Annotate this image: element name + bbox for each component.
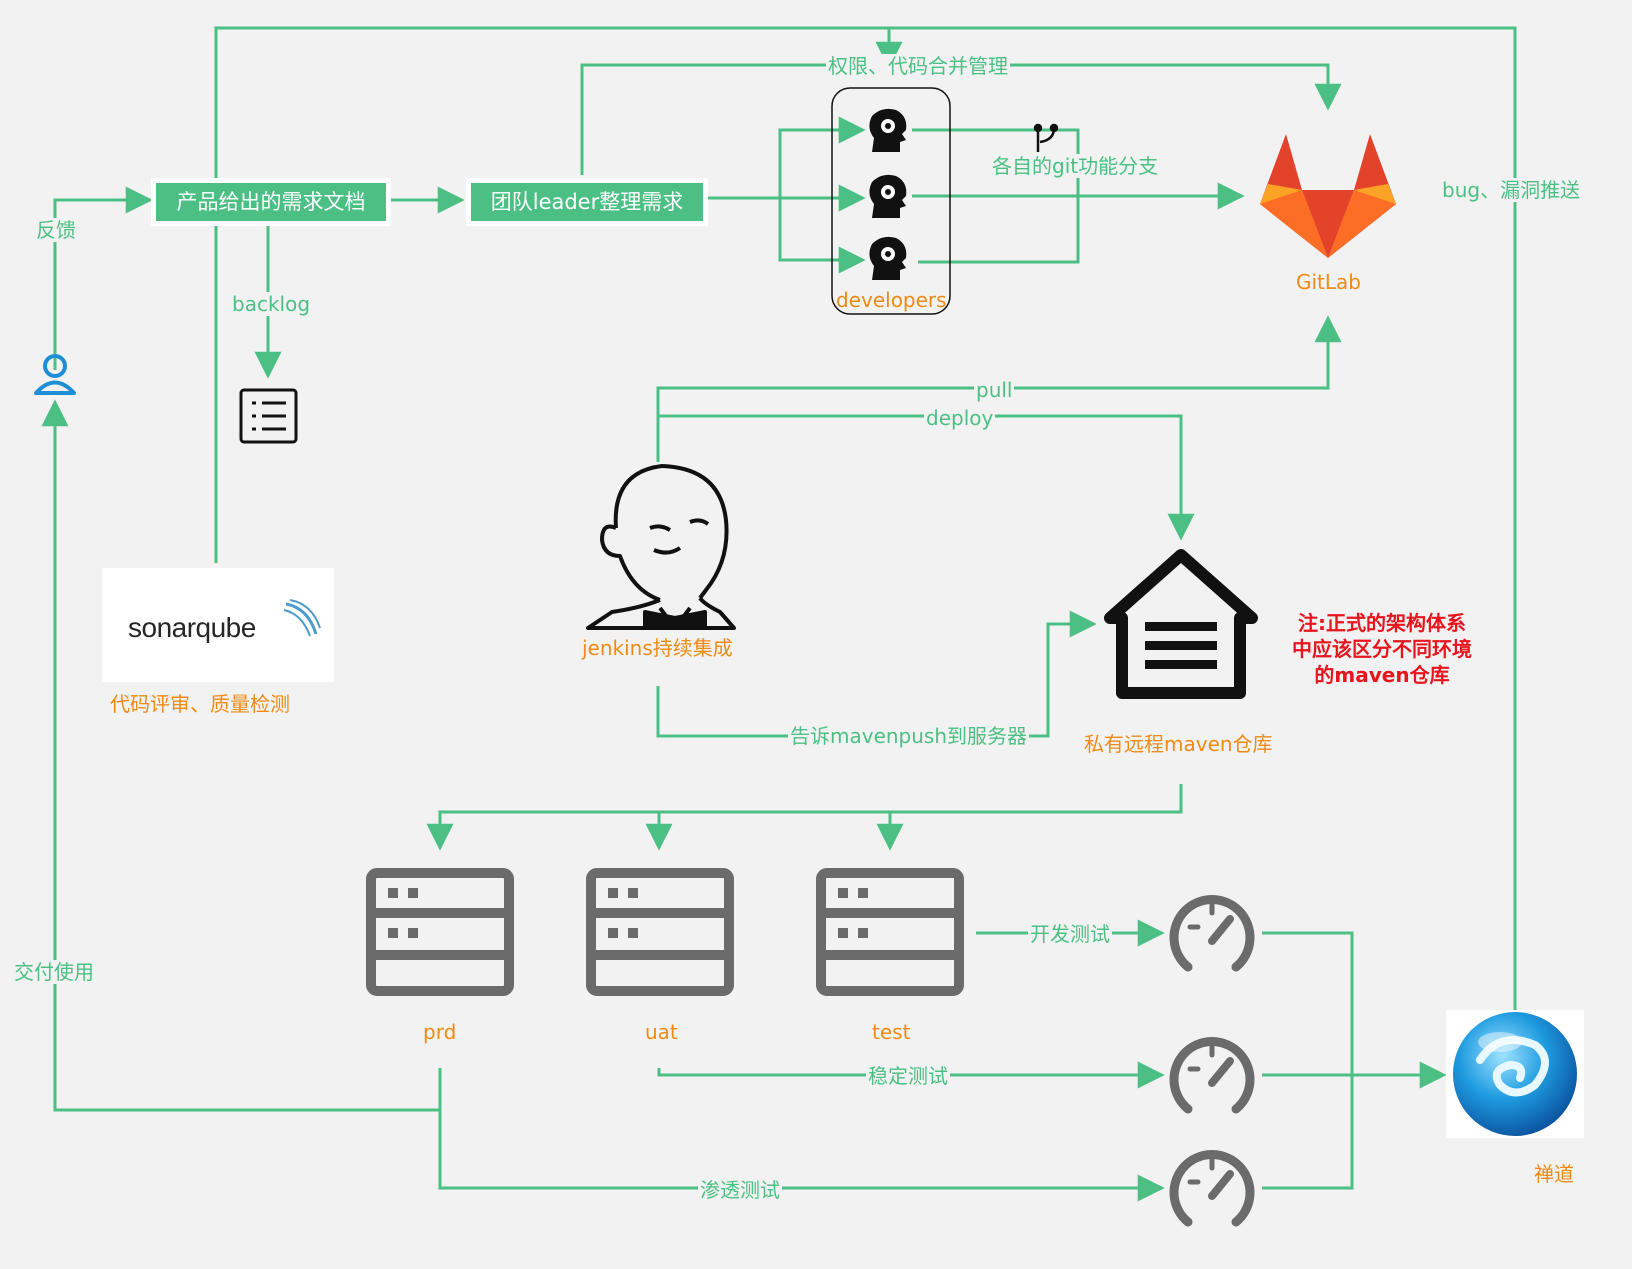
pull-label: pull [974, 378, 1015, 402]
brain-gear-icon [869, 236, 907, 280]
delivery-label: 交付使用 [12, 960, 96, 984]
jenkins-label: jenkins持续集成 [582, 636, 733, 660]
bug-push-label: bug、漏洞推送 [1440, 178, 1583, 202]
test-label: test [872, 1020, 911, 1044]
deploy-label: deploy [924, 406, 996, 430]
jenkins-logo-icon [586, 464, 736, 630]
tell-maven-label: 告诉mavenpush到服务器 [788, 724, 1030, 748]
prd-label: prd [423, 1020, 457, 1044]
chandao-logo-icon [1446, 1010, 1584, 1138]
warehouse-icon [1104, 549, 1258, 699]
product-doc-box[interactable]: 产品给出的需求文档 [151, 178, 391, 226]
stable-test-label: 稳定测试 [866, 1064, 950, 1088]
server-icon [586, 868, 734, 996]
server-icon [366, 868, 514, 996]
chandao-label: 禅道 [1534, 1162, 1574, 1186]
note-line-2: 中应该区分不同环境 [1292, 637, 1472, 661]
gitlab-label: GitLab [1296, 270, 1361, 294]
server-icon [816, 868, 964, 996]
gauge-icon [1169, 1150, 1255, 1227]
gauge-icon [1169, 895, 1255, 972]
note-line-1: 注:正式的架构体系 [1298, 611, 1466, 635]
feedback-label: 反馈 [34, 218, 78, 242]
permission-label: 权限、代码合并管理 [826, 54, 1010, 78]
list-icon [239, 388, 298, 444]
sonarqube-wordmark: sonarqube [128, 612, 256, 643]
brain-gear-icon [869, 174, 907, 218]
note-line-3: 的maven仓库 [1314, 663, 1450, 687]
pen-test-label: 渗透测试 [698, 1178, 782, 1202]
git-branch-icon [1033, 123, 1059, 152]
developers-label: developers [836, 288, 947, 312]
sonarqube-logo-icon: sonarqube [102, 568, 334, 682]
sonar-caption: 代码评审、质量检测 [110, 692, 290, 716]
branch-label: 各自的git功能分支 [990, 154, 1161, 178]
maven-repo-label: 私有远程maven仓库 [1084, 732, 1273, 756]
gauge-icon [1169, 1037, 1255, 1114]
uat-label: uat [645, 1020, 678, 1044]
leader-box[interactable]: 团队leader整理需求 [466, 178, 708, 226]
developers-group [831, 87, 951, 315]
gitlab-logo-icon [1260, 134, 1396, 258]
user-icon [34, 354, 76, 395]
environment-note: 注:正式的架构体系 中应该区分不同环境 的maven仓库 [1276, 610, 1488, 688]
brain-gear-icon [869, 108, 907, 152]
dev-test-label: 开发测试 [1028, 922, 1112, 946]
connector-lines [41, 26, 1517, 1202]
backlog-label: backlog [230, 292, 313, 316]
